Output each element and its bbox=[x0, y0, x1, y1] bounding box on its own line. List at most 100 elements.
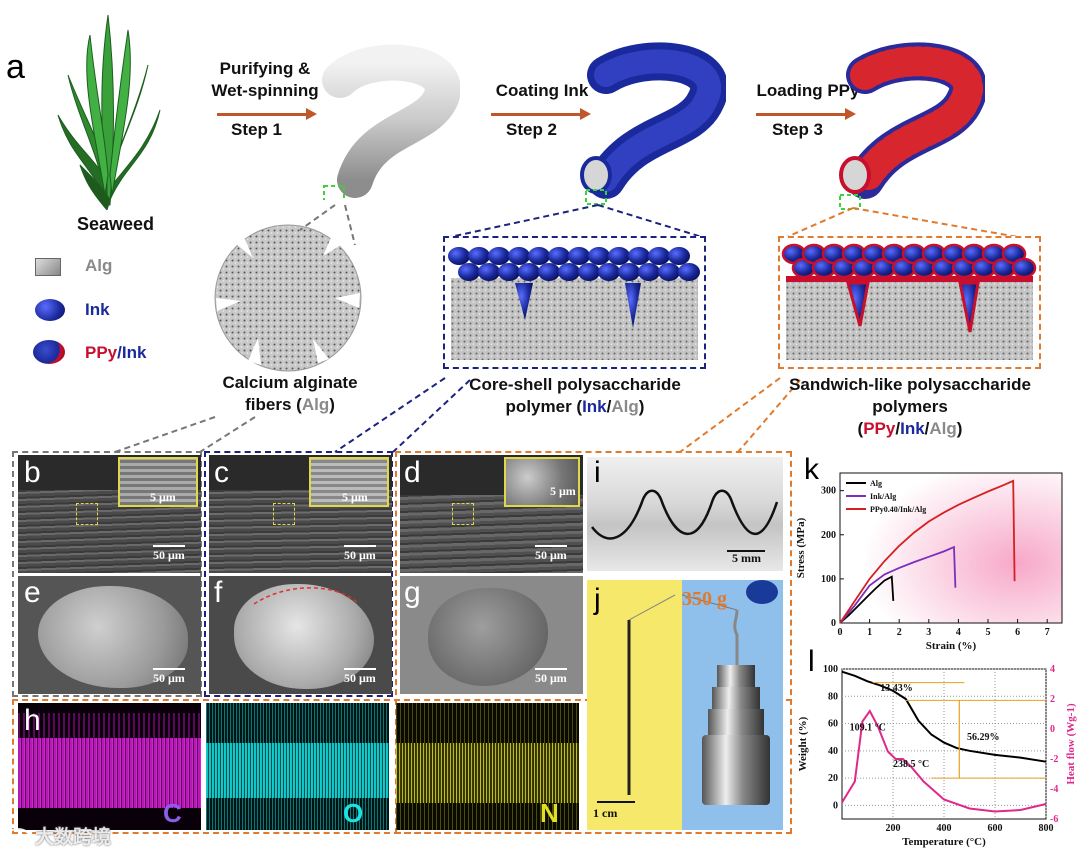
weight-label: 350 g bbox=[682, 588, 727, 610]
scale-c-text: 50 μm bbox=[344, 548, 376, 562]
caption3-ppy: PPy bbox=[863, 419, 896, 438]
photo-j-blue bbox=[682, 580, 783, 830]
sem-d-inset bbox=[504, 457, 580, 507]
chart-k-series-2 bbox=[839, 479, 1016, 624]
chart-l-xtick-label: 600 bbox=[988, 823, 1003, 834]
ink-particle bbox=[638, 263, 660, 281]
caption-calcium-alginate: Calcium alginate fibers (Alg) bbox=[200, 372, 380, 416]
eds-label-o: O bbox=[343, 798, 364, 828]
panel-letter-k: k bbox=[804, 453, 819, 486]
ink-particle bbox=[538, 263, 560, 281]
panel-letter-i: i bbox=[594, 456, 601, 489]
chart-k-ytick-label: 0 bbox=[831, 618, 836, 629]
ink-particle bbox=[548, 247, 570, 265]
panel-letter-e: e bbox=[24, 576, 41, 609]
ink-particle bbox=[458, 263, 480, 281]
step3-label: Step 3 bbox=[772, 120, 824, 139]
photo-i-fiber-wrap bbox=[587, 457, 783, 571]
step1-label: Step 1 bbox=[231, 120, 283, 139]
chart-l-xtick-label: 200 bbox=[886, 823, 901, 834]
chart-l-ytick-right-label: -6 bbox=[1050, 814, 1058, 825]
caption2-prefix: polymer ( bbox=[505, 397, 583, 416]
chart-k-series-1 bbox=[839, 545, 957, 624]
scale-g-text: 50 μm bbox=[535, 671, 567, 685]
seaweed-illustration bbox=[57, 14, 161, 210]
caption1-line1: Calcium alginate bbox=[222, 373, 358, 392]
legend-ppy-text: PPy bbox=[85, 343, 118, 362]
caption-core-shell: Core-shell polysaccharide polymer (Ink/A… bbox=[450, 374, 700, 418]
ink-particle bbox=[498, 263, 520, 281]
sem-image-e bbox=[18, 576, 201, 694]
chart-l-annot-13: 13.43% bbox=[880, 683, 913, 694]
caption3-line2: (PPy/Ink/Alg) bbox=[750, 418, 1070, 440]
step3-arrow bbox=[756, 108, 856, 120]
legend-ppy-ink-label: PPy/Ink bbox=[85, 343, 146, 363]
sem-b-inset bbox=[118, 457, 198, 507]
chart-k-xtick-label: 3 bbox=[926, 627, 931, 638]
sem-image-f bbox=[209, 576, 392, 694]
scale-c-inset-text: 5 μm bbox=[342, 490, 368, 504]
ink-particle bbox=[508, 247, 530, 265]
panel-letter-j: j bbox=[594, 583, 601, 616]
chart-l-ylabel-left: Weight (%) bbox=[797, 716, 809, 771]
sem-image-d bbox=[400, 455, 583, 573]
chart-k-xtick-label: 7 bbox=[1045, 627, 1050, 638]
watermark-logo-icon bbox=[5, 827, 31, 848]
caption3-ink: Ink bbox=[900, 419, 925, 438]
eds-box bbox=[12, 699, 792, 834]
chart-k-xtick-label: 1 bbox=[867, 627, 872, 638]
legend-ink-icon bbox=[35, 299, 65, 321]
legend-alg-label: Alg bbox=[85, 256, 113, 275]
scale-e: 50 μm bbox=[153, 668, 185, 686]
chart-l-series-0 bbox=[841, 670, 1047, 763]
alg-sem-column-box bbox=[12, 451, 202, 697]
ink-particle bbox=[518, 263, 540, 281]
scale-d-text: 50 μm bbox=[535, 548, 567, 562]
legend-alg-icon bbox=[35, 258, 61, 276]
watermark-text: 大数跨境 bbox=[35, 827, 112, 848]
ink-particle bbox=[618, 263, 640, 281]
scale-f-text: 50 μm bbox=[344, 671, 376, 685]
scale-d: 50 μm bbox=[535, 545, 567, 563]
chart-l-ytick-left-label: 100 bbox=[823, 664, 838, 675]
ink-particle bbox=[468, 247, 490, 265]
sem-image-g bbox=[400, 576, 583, 694]
ink-particle bbox=[568, 247, 590, 265]
chart-k-ytick-label: 300 bbox=[821, 486, 836, 497]
step3-title: Loading PPy bbox=[748, 80, 868, 102]
ink-particle bbox=[668, 247, 690, 265]
panel-letter-a: a bbox=[6, 48, 25, 86]
chart-l-ytick-right-label: 2 bbox=[1050, 694, 1055, 705]
panel-letter-h: h bbox=[24, 704, 41, 737]
scale-e-text: 50 μm bbox=[153, 671, 185, 685]
ink-particle bbox=[608, 247, 630, 265]
scale-b-inset-text: 5 μm bbox=[150, 490, 176, 504]
step1-title-line1: Purifying & bbox=[219, 59, 311, 78]
chart-k-xtick-label: 0 bbox=[838, 627, 843, 638]
panel-letter-c: c bbox=[214, 456, 229, 489]
step2-title: Coating Ink bbox=[482, 80, 602, 102]
seaweed-label: Seaweed bbox=[77, 214, 155, 234]
chart-l-ytick-left-label: 20 bbox=[828, 773, 838, 784]
eds-label-n: N bbox=[540, 798, 559, 828]
chart-l-xtick-label: 800 bbox=[1039, 823, 1054, 834]
chart-l-ytick-left-label: 40 bbox=[828, 746, 838, 757]
scale-b-text: 50 μm bbox=[153, 548, 185, 562]
panel-letter-g: g bbox=[404, 576, 421, 609]
legend-slash: / bbox=[117, 343, 122, 362]
ink-particle bbox=[558, 263, 580, 281]
chart-k-xtick-label: 6 bbox=[1015, 627, 1020, 638]
caption1-alg: Alg bbox=[301, 395, 330, 414]
scale-d-inset: 5 μm bbox=[550, 484, 576, 499]
scale-c: 50 μm bbox=[344, 545, 376, 563]
sem-image-c bbox=[209, 455, 392, 573]
alg-fiber bbox=[322, 44, 460, 200]
scale-g: 50 μm bbox=[535, 668, 567, 686]
eds-map-o bbox=[206, 703, 389, 830]
legend-ink-text: Ink bbox=[121, 343, 147, 362]
caption3-alg: Alg bbox=[929, 419, 957, 438]
chart-k-legend-label-2: PPy0.40/Ink/Alg bbox=[870, 505, 926, 514]
caption3-close: ) bbox=[956, 419, 963, 438]
caption1-close: ) bbox=[329, 395, 335, 414]
